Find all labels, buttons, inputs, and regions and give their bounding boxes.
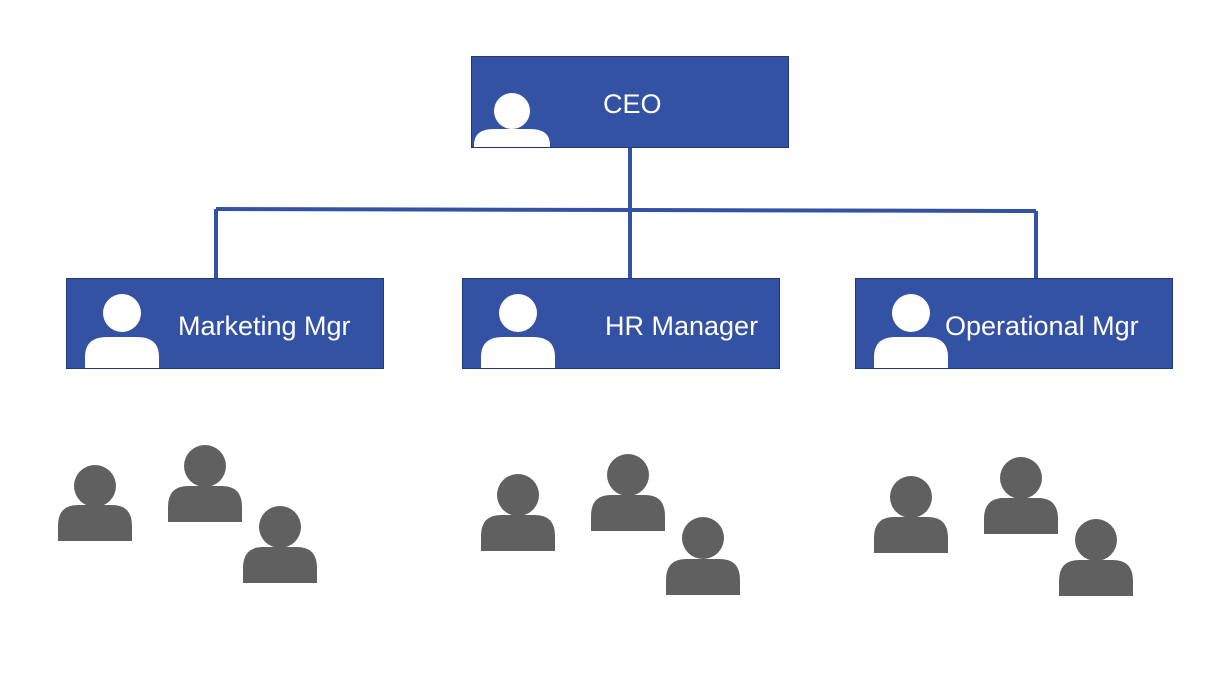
team-member-icon	[666, 517, 740, 595]
ceo-box: CEO	[471, 56, 789, 148]
team-member-icon	[591, 454, 665, 531]
ceo-label: CEO	[603, 89, 662, 119]
connector-horizontal	[215, 207, 1037, 213]
team-member-icon	[58, 465, 132, 541]
person-icon	[874, 294, 948, 368]
marketing-mgr-label: Marketing Mgr	[178, 311, 351, 341]
team-member-icon	[874, 476, 948, 553]
team-member-icon	[168, 445, 242, 522]
team-member-icon	[481, 474, 555, 551]
marketing-mgr-box: Marketing Mgr	[66, 278, 384, 369]
operational-mgr-box: Operational Mgr	[855, 278, 1173, 369]
person-icon	[85, 294, 159, 368]
operational-mgr-label: Operational Mgr	[945, 311, 1139, 341]
team-member-icon	[243, 506, 317, 583]
person-icon	[481, 294, 555, 368]
team-member-icon	[984, 457, 1058, 534]
hr-manager-box: HR Manager	[462, 278, 780, 369]
person-icon	[474, 93, 550, 147]
team-member-icon	[1059, 519, 1133, 596]
hr-manager-label: HR Manager	[605, 311, 759, 341]
